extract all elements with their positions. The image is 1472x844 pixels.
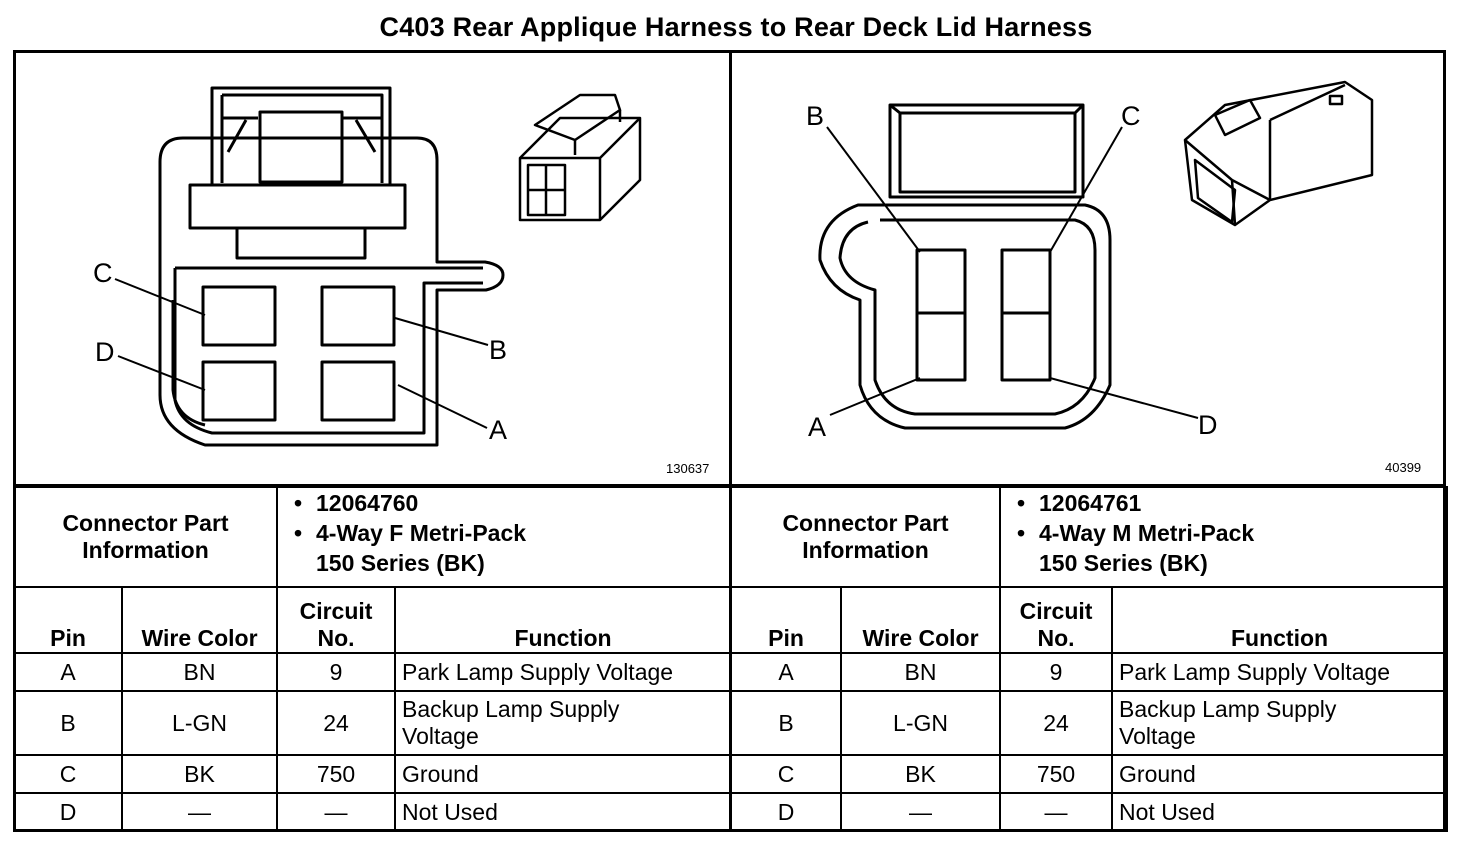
table-row: A BN 9 Park Lamp Supply Voltage xyxy=(730,652,1449,692)
left-description-line2: 150 Series (BK) xyxy=(316,550,485,576)
right-description-line1: 4-Way M Metri-Pack xyxy=(1017,518,1440,548)
left-pin-label-d: D xyxy=(95,337,115,367)
cell-circuit: 750 xyxy=(276,754,397,794)
left-part-number: 12064760 xyxy=(294,488,724,518)
cell-wire-color: L-GN xyxy=(120,690,279,756)
table-row: D — — Not Used xyxy=(13,792,733,832)
table-row: C BK 750 Ground xyxy=(730,754,1449,794)
cell-pin: A xyxy=(730,652,842,692)
right-header-wire-color: Wire Color xyxy=(839,586,1002,654)
right-header-pin: Pin xyxy=(730,586,842,654)
cell-wire-color: BN xyxy=(839,652,1002,692)
cell-circuit: — xyxy=(276,792,397,832)
female-connector-diagram xyxy=(114,86,642,447)
left-connector-info-label: Connector Part Information xyxy=(12,486,279,588)
cell-wire-color: — xyxy=(120,792,279,832)
horizontal-divider xyxy=(13,484,1446,487)
left-connector-table: Connector Part Information 12064760 4-Wa… xyxy=(12,486,733,832)
cell-pin: D xyxy=(13,792,123,832)
table-row: B L-GN 24 Backup Lamp Supply Voltage xyxy=(13,690,733,756)
cell-pin: B xyxy=(730,690,842,756)
left-figure-number: 130637 xyxy=(666,461,710,476)
right-connector-info-label: Connector Part Information xyxy=(729,486,1002,588)
cell-wire-color: — xyxy=(839,792,1002,832)
left-header-wire-color: Wire Color xyxy=(120,586,279,654)
cell-function: Backup Lamp Supply Voltage xyxy=(1111,690,1449,756)
cell-function: Park Lamp Supply Voltage xyxy=(1111,652,1449,692)
cell-pin: B xyxy=(13,690,123,756)
right-figure-number: 40399 xyxy=(1385,460,1422,475)
left-header-circuit-no: Circuit No. xyxy=(276,586,397,654)
cell-circuit: — xyxy=(999,792,1114,832)
left-connector-info: 12064760 4-Way F Metri-Pack 150 Series (… xyxy=(276,486,733,588)
table-row: A BN 9 Park Lamp Supply Voltage xyxy=(13,652,733,692)
cell-wire-color: BK xyxy=(120,754,279,794)
cell-function: Backup Lamp Supply Voltage xyxy=(394,690,733,756)
right-description-line2: 150 Series (BK) xyxy=(1039,550,1208,576)
cell-circuit: 24 xyxy=(276,690,397,756)
left-description-line1: 4-Way F Metri-Pack xyxy=(294,518,724,548)
cell-pin: C xyxy=(13,754,123,794)
vertical-divider xyxy=(729,50,732,832)
table-row: D — — Not Used xyxy=(730,792,1449,832)
table-row: B L-GN 24 Backup Lamp Supply Voltage xyxy=(730,690,1449,756)
right-pin-label-b: B xyxy=(806,101,825,131)
cell-function: Not Used xyxy=(1111,792,1449,832)
cell-function: Park Lamp Supply Voltage xyxy=(394,652,733,692)
cell-function: Not Used xyxy=(394,792,733,832)
right-connector-table: Connector Part Information 12064761 4-Wa… xyxy=(729,486,1449,832)
male-connector-diagram xyxy=(818,80,1374,430)
right-header-circuit-no: Circuit No. xyxy=(999,586,1114,654)
page-title: C403 Rear Applique Harness to Rear Deck … xyxy=(379,12,1093,42)
cell-circuit: 9 xyxy=(276,652,397,692)
cell-pin: D xyxy=(730,792,842,832)
left-header-function: Function xyxy=(394,586,733,654)
right-pin-label-a: A xyxy=(808,412,827,442)
left-pin-label-b: B xyxy=(489,335,508,365)
cell-circuit: 750 xyxy=(999,754,1114,794)
cell-wire-color: BN xyxy=(120,652,279,692)
left-pin-label-a: A xyxy=(489,415,508,445)
table-row: C BK 750 Ground xyxy=(13,754,733,794)
cell-pin: A xyxy=(13,652,123,692)
left-header-pin: Pin xyxy=(13,586,123,654)
left-pin-label-c: C xyxy=(93,258,113,288)
cell-function: Ground xyxy=(394,754,733,794)
cell-circuit: 9 xyxy=(999,652,1114,692)
right-header-function: Function xyxy=(1111,586,1449,654)
cell-wire-color: BK xyxy=(839,754,1002,794)
cell-wire-color: L-GN xyxy=(839,690,1002,756)
right-pin-label-d: D xyxy=(1198,410,1218,440)
right-pin-label-c: C xyxy=(1121,101,1141,131)
cell-circuit: 24 xyxy=(999,690,1114,756)
cell-function: Ground xyxy=(1111,754,1449,794)
cell-pin: C xyxy=(730,754,842,794)
right-connector-info: 12064761 4-Way M Metri-Pack 150 Series (… xyxy=(999,486,1449,588)
right-part-number: 12064761 xyxy=(1017,488,1440,518)
